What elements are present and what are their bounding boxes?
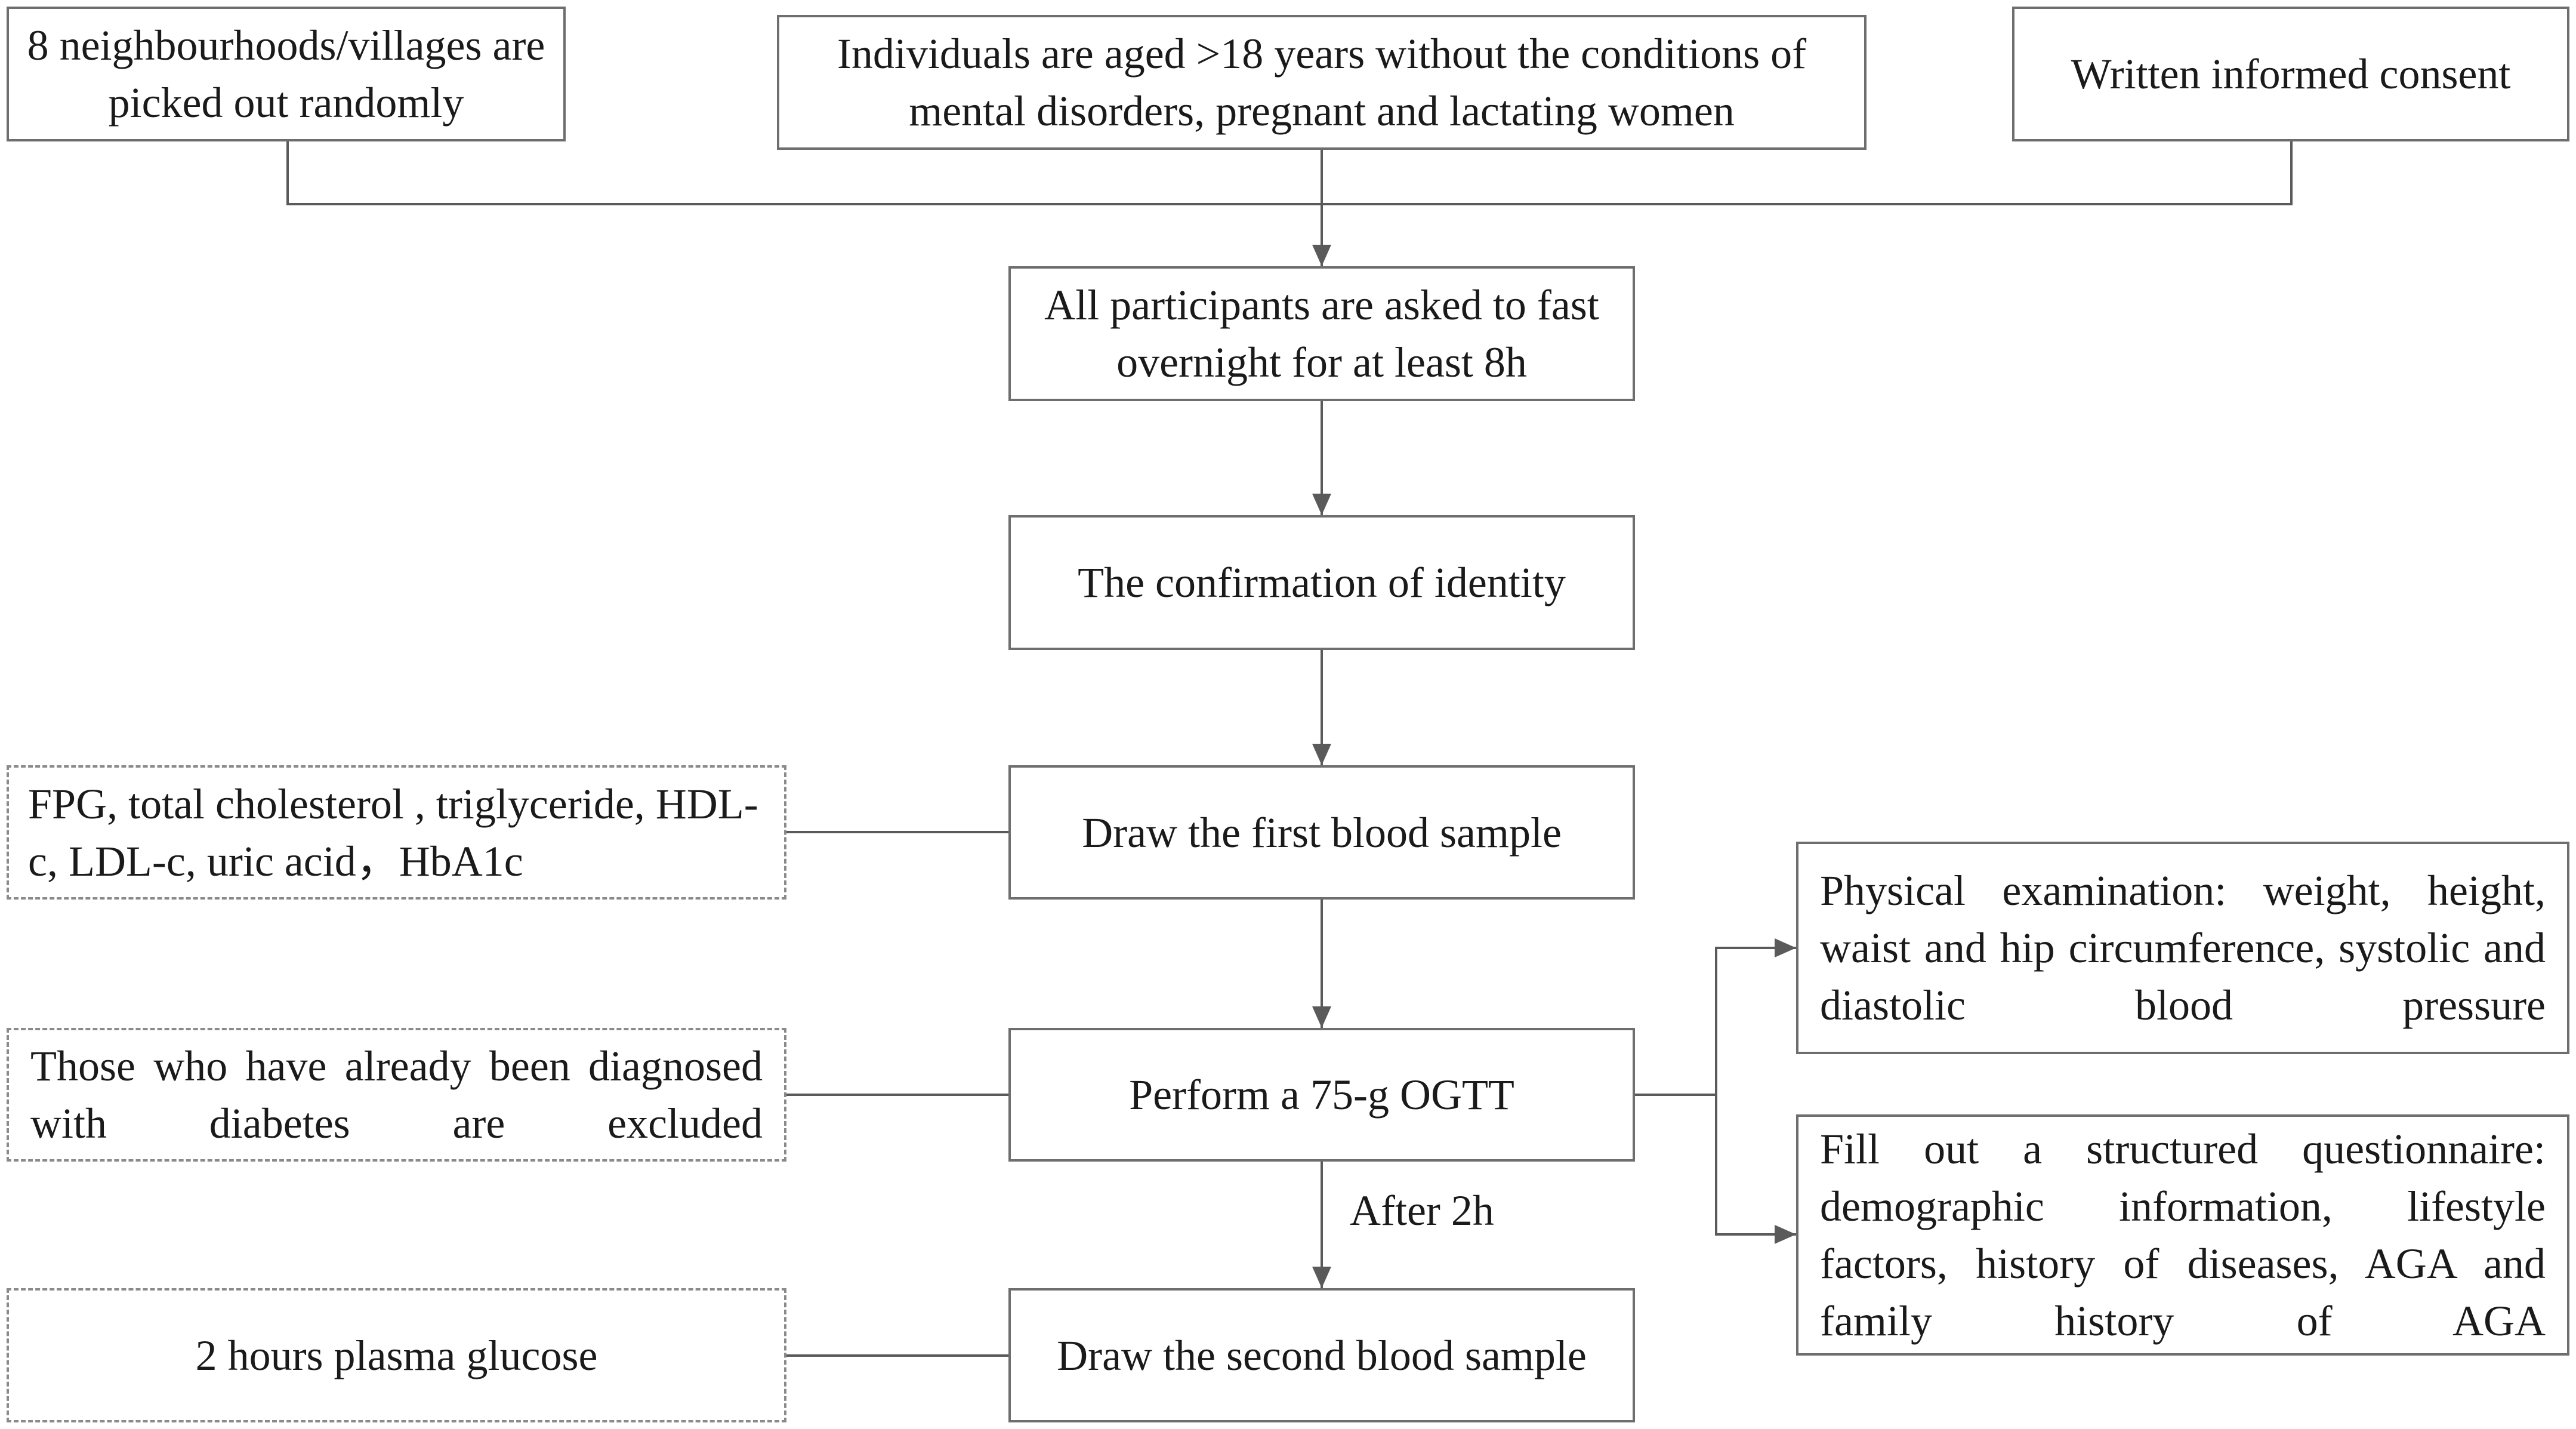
node-first-tests-text: FPG, total cholesterol , triglyceride, H… <box>28 780 758 885</box>
node-second-blood: Draw the second blood sample <box>1008 1288 1635 1422</box>
node-glucose-text: 2 hours plasma glucose <box>195 1331 598 1379</box>
node-questionnaire: Fill out a structured questionnaire: dem… <box>1796 1114 2569 1356</box>
node-ogtt-text: Perform a 75-g OGTT <box>1129 1071 1514 1119</box>
edge-villages-fast <box>286 141 1322 205</box>
node-physical: Physical examination: weight, height, wa… <box>1796 842 2569 1054</box>
node-individuals: Individuals are aged >18 years without t… <box>777 15 1867 150</box>
node-villages: 8 neighbourhoods/villages are picked out… <box>7 7 566 141</box>
node-first-blood: Draw the first blood sample <box>1008 765 1635 900</box>
node-first-blood-text: Draw the first blood sample <box>1082 808 1562 857</box>
node-first-tests: FPG, total cholesterol , triglyceride, H… <box>7 765 786 900</box>
edge-ogtt-questionnaire <box>1715 1095 1796 1244</box>
node-ogtt: Perform a 75-g OGTT <box>1008 1028 1635 1162</box>
node-consent: Written informed consent <box>2012 7 2569 141</box>
node-questionnaire-text: Fill out a structured questionnaire: dem… <box>1820 1125 2546 1345</box>
node-excluded-text: Those who have already been diagnosed wi… <box>30 1042 763 1147</box>
node-fast: All participants are asked to fast overn… <box>1008 266 1635 401</box>
node-physical-text: Physical examination: weight, height, wa… <box>1820 867 2546 1029</box>
edge-label-after-2h: After 2h <box>1350 1187 1494 1234</box>
edge-consent-fast <box>1322 141 2293 205</box>
node-glucose: 2 hours plasma glucose <box>7 1288 786 1422</box>
node-consent-text: Written informed consent <box>2071 50 2511 98</box>
node-villages-text: 8 neighbourhoods/villages are picked out… <box>27 21 545 127</box>
node-second-blood-text: Draw the second blood sample <box>1057 1331 1587 1379</box>
node-individuals-text: Individuals are aged >18 years without t… <box>837 30 1807 135</box>
node-identity-text: The confirmation of identity <box>1078 559 1566 606</box>
node-fast-text: All participants are asked to fast overn… <box>1044 281 1599 386</box>
edge-ogtt-physical <box>1715 938 1796 1095</box>
node-excluded: Those who have already been diagnosed wi… <box>7 1028 786 1162</box>
node-identity: The confirmation of identity <box>1008 515 1635 650</box>
